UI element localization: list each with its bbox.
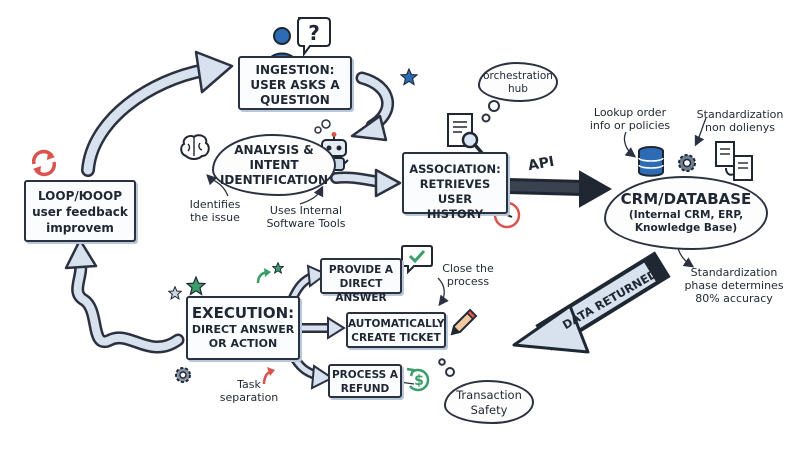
annotation-standardization-top-line1: Standardization <box>696 108 784 121</box>
brain-icon <box>180 134 210 160</box>
node-loop-line2: user feedback <box>32 205 128 219</box>
node-ingestion-line1: INGESTION: <box>255 63 335 77</box>
annotation-close-line1: Close the <box>442 262 494 275</box>
bubble-transaction-line1: Transaction <box>456 388 522 402</box>
connector-refund-dollar <box>399 381 415 385</box>
database-icon <box>638 146 664 177</box>
arrow-data-returned <box>512 251 671 354</box>
node-analysis-line2: INTENT <box>249 158 299 172</box>
star-icon <box>272 262 284 274</box>
documents-icon <box>715 141 753 181</box>
arrow-ingestion-to-analysis <box>350 71 394 142</box>
connector-lookup <box>623 131 637 158</box>
svg-text:$: $ <box>414 373 424 389</box>
node-loop-line3: improvem <box>46 221 114 235</box>
node-crm-title: CRM/DATABASE <box>620 190 752 208</box>
node-ingestion-line2: USER ASKS A <box>250 78 340 92</box>
pencil-icon <box>450 308 478 336</box>
node-analysis: ANALYSIS & INTENT IDENTIFICATION <box>212 134 336 196</box>
arrow-api <box>497 170 613 208</box>
annotation-lookup-line2: info or policies <box>589 119 671 132</box>
connector-standardization-top <box>694 117 707 147</box>
node-crm-line2: Knowledge Base) <box>634 222 738 234</box>
arrow-loop-to-ingestion <box>81 50 234 177</box>
accent-arrow-icon <box>262 367 275 385</box>
node-execution-line2: OR ACTION <box>208 337 278 350</box>
bubble-transaction-line2: Safety <box>470 403 508 417</box>
node-refund: PROCESS A REFUND <box>328 364 402 398</box>
bubble-orchestration: orchestration hub <box>478 62 558 102</box>
star-icon <box>168 286 182 300</box>
bubble-transaction-safety: Transaction Safety <box>444 380 534 424</box>
connector-identifies <box>206 174 229 197</box>
annotation-standardization-bottom-line2: phase determines <box>684 279 784 292</box>
node-direct-answer-line1: PROVIDE A <box>328 264 394 276</box>
node-analysis-line1: ANALYSIS & <box>234 143 314 157</box>
node-direct-answer: PROVIDE A DIRECT ANSWER <box>320 258 402 304</box>
node-association-line3: HISTORY <box>426 207 484 221</box>
node-direct-answer-line2: DIRECT ANSWER <box>335 278 387 304</box>
arrow-execution-to-loop <box>64 238 185 354</box>
annotation-lookup: Lookup order info or policies <box>584 106 676 132</box>
annotation-standardization-bottom-line3: 80% accuracy <box>695 292 773 305</box>
node-loop-line1: LOOP/ЮOOP <box>37 189 123 203</box>
node-association: ASSOCIATION: RETRIEVES USER HISTORY <box>402 152 508 221</box>
annotation-tools-line2: Software Tools <box>266 217 346 230</box>
connector-standardization-bottom <box>677 247 695 268</box>
refresh-icon <box>31 149 57 177</box>
arrow-analysis-to-association <box>330 168 402 198</box>
annotation-task-line2: separation <box>219 391 279 404</box>
annotation-standardization-bottom-line1: Standardization <box>690 266 778 279</box>
bubble-orchestration-line2: hub <box>508 83 528 95</box>
annotation-task: Task separation <box>214 378 284 404</box>
annotation-standardization-top: Standardization non dolienys <box>692 108 788 134</box>
annotation-task-line1: Task <box>237 378 261 391</box>
orchestration-bubble-tail <box>481 100 500 123</box>
star-icon <box>400 68 418 86</box>
node-execution-line1: DIRECT ANSWER <box>191 323 295 336</box>
check-bubble-icon <box>401 245 433 274</box>
node-create-ticket: AUTOMATICALLY CREATE TICKET <box>346 312 446 348</box>
node-create-ticket-line2: CREATE TICKET <box>351 332 441 344</box>
dollar-icon: $ <box>406 367 430 392</box>
node-execution: EXECUTION: DIRECT ANSWER OR ACTION <box>186 296 300 360</box>
gear-icon <box>175 367 191 383</box>
document-search-icon <box>447 113 484 155</box>
node-loop: LOOP/ЮOOP user feedback improvem <box>24 180 136 242</box>
svg-text:?: ? <box>308 21 320 45</box>
node-analysis-line3: IDENTIFICATION <box>219 173 329 187</box>
transaction-bubble-tail <box>438 358 455 377</box>
annotation-identifies-line2: the issue <box>190 211 240 224</box>
node-refund-line2: REFUND <box>340 383 390 395</box>
node-refund-line1: PROCESS A <box>331 369 399 381</box>
annotation-standardization-bottom: Standardization phase determines 80% acc… <box>684 266 784 305</box>
star-icon <box>186 276 206 296</box>
annotation-tools-line1: Uses Internal <box>269 204 343 217</box>
annotation-lookup-line1: Lookup order <box>593 106 667 119</box>
node-association-line1: ASSOCIATION: <box>409 162 501 176</box>
node-association-line2: RETRIEVES USER <box>419 177 491 206</box>
annotation-identifies: Identifies the issue <box>180 198 250 224</box>
bubble-orchestration-line1: orchestration <box>483 70 553 82</box>
node-crm-line1: (Internal CRM, ERP, <box>628 209 744 221</box>
node-execution-title: EXECUTION: <box>191 304 295 322</box>
node-ingestion-line3: QUESTION <box>260 93 330 107</box>
node-crm-database: CRM/DATABASE (Internal CRM, ERP, Knowled… <box>604 176 768 250</box>
annotation-tools: Uses Internal Software Tools <box>258 204 354 230</box>
connector-tools <box>299 185 324 205</box>
gear-icon <box>678 154 696 172</box>
annotation-identifies-line1: Identifies <box>189 198 241 211</box>
annotation-close: Close the process <box>436 262 500 288</box>
node-create-ticket-line1: AUTOMATICALLY <box>348 318 445 330</box>
annotation-close-line2: process <box>446 275 490 288</box>
arrow-exec-to-ticket <box>297 316 346 340</box>
connector-close <box>437 277 449 307</box>
annotation-standardization-top-line2: non dolienys <box>705 121 775 134</box>
robot-thought-dots <box>314 119 331 134</box>
node-ingestion: INGESTION: USER ASKS A QUESTION <box>238 56 352 110</box>
accent-arrow-icon <box>256 268 271 284</box>
